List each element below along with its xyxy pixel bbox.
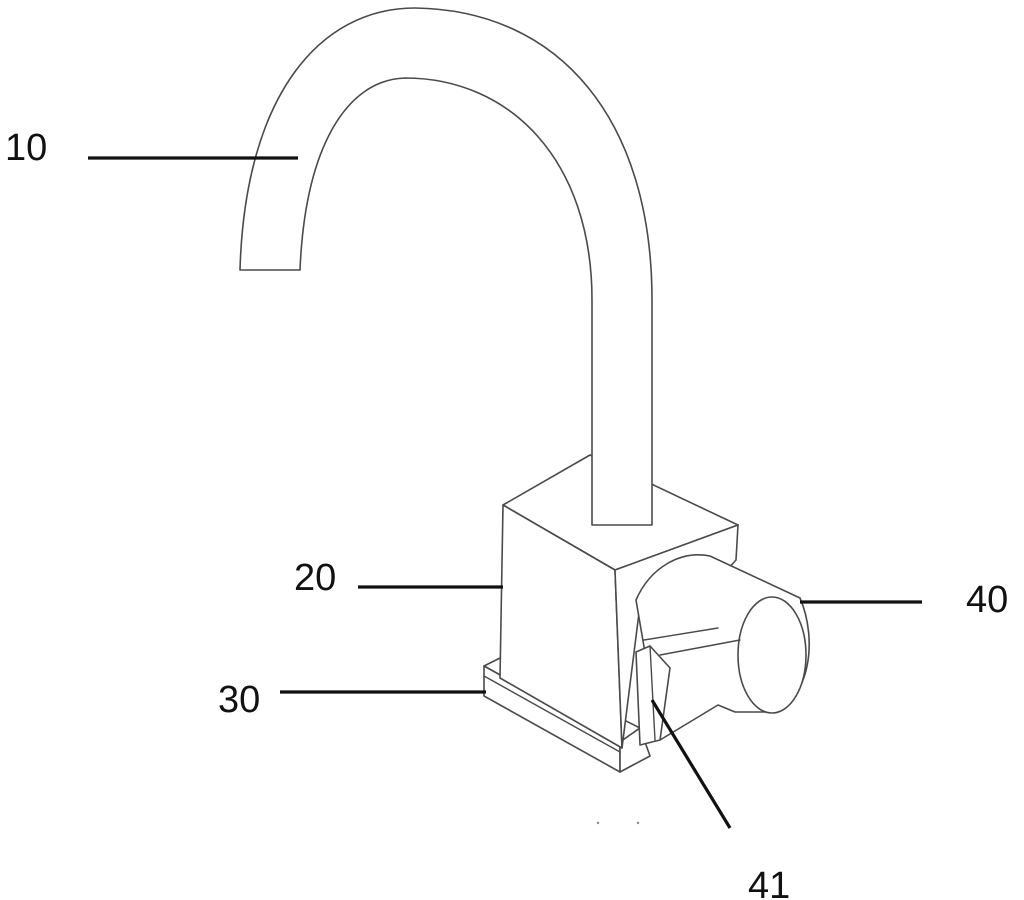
handle <box>635 554 810 741</box>
scan-specks <box>596 821 640 825</box>
label-base-plate: 30 <box>218 679 260 721</box>
handle-lever <box>635 645 671 746</box>
spout <box>239 7 653 526</box>
label-valve-body: 20 <box>294 557 336 599</box>
label-handle-lever: 41 <box>748 865 790 900</box>
label-handle: 40 <box>966 579 1008 621</box>
label-spout: 10 <box>5 127 47 169</box>
leader-line-41 <box>650 699 732 829</box>
